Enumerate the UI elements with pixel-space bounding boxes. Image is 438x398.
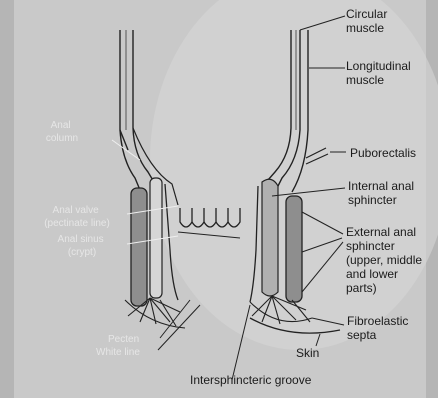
- label-longitudinal-muscle-line2: muscle: [346, 73, 384, 87]
- label-pecten: Pecten: [108, 334, 139, 345]
- label-anal-valve-line1: Anal valve: [53, 205, 100, 216]
- label-internal-anal-sphincter-line2: sphincter: [348, 193, 397, 207]
- label-anal-sinus-line2: (crypt): [68, 247, 96, 258]
- label-external-anal-sphincter-line1: External anal: [346, 225, 416, 239]
- label-external-anal-sphincter-line4: and lower: [346, 267, 398, 281]
- label-circular-muscle-line1: Circular: [346, 7, 387, 21]
- label-anal-column-line1: Anal: [51, 120, 71, 131]
- label-longitudinal-muscle-line1: Longitudinal: [346, 59, 411, 73]
- right-internal-sphincter: [262, 179, 278, 296]
- label-external-anal-sphincter-line5: parts): [346, 281, 377, 295]
- label-anal-valve-line2: (pectinate line): [44, 218, 110, 229]
- left-external-sphincter: [131, 188, 147, 306]
- label-puborectalis: Puborectalis: [350, 146, 416, 160]
- label-white-line: White line: [96, 347, 140, 358]
- label-external-anal-sphincter-line2: sphincter: [346, 239, 395, 253]
- label-skin: Skin: [296, 346, 319, 360]
- label-external-anal-sphincter-line3: (upper, middle: [346, 253, 422, 267]
- left-internal-sphincter: [150, 178, 162, 298]
- label-fibroelastic-septa-line2: septa: [347, 328, 377, 342]
- label-circular-muscle-line2: muscle: [346, 21, 384, 35]
- label-fibroelastic-septa-line1: Fibroelastic: [347, 314, 408, 328]
- label-intersphincteric-groove: Intersphincteric groove: [190, 373, 312, 387]
- label-internal-anal-sphincter-line1: Internal anal: [348, 179, 414, 193]
- label-anal-column-line2: column: [46, 133, 78, 144]
- label-anal-sinus-line1: Anal sinus: [58, 234, 104, 245]
- label-circular-muscle: Circular muscle: [346, 7, 391, 35]
- right-external-sphincter: [286, 196, 302, 302]
